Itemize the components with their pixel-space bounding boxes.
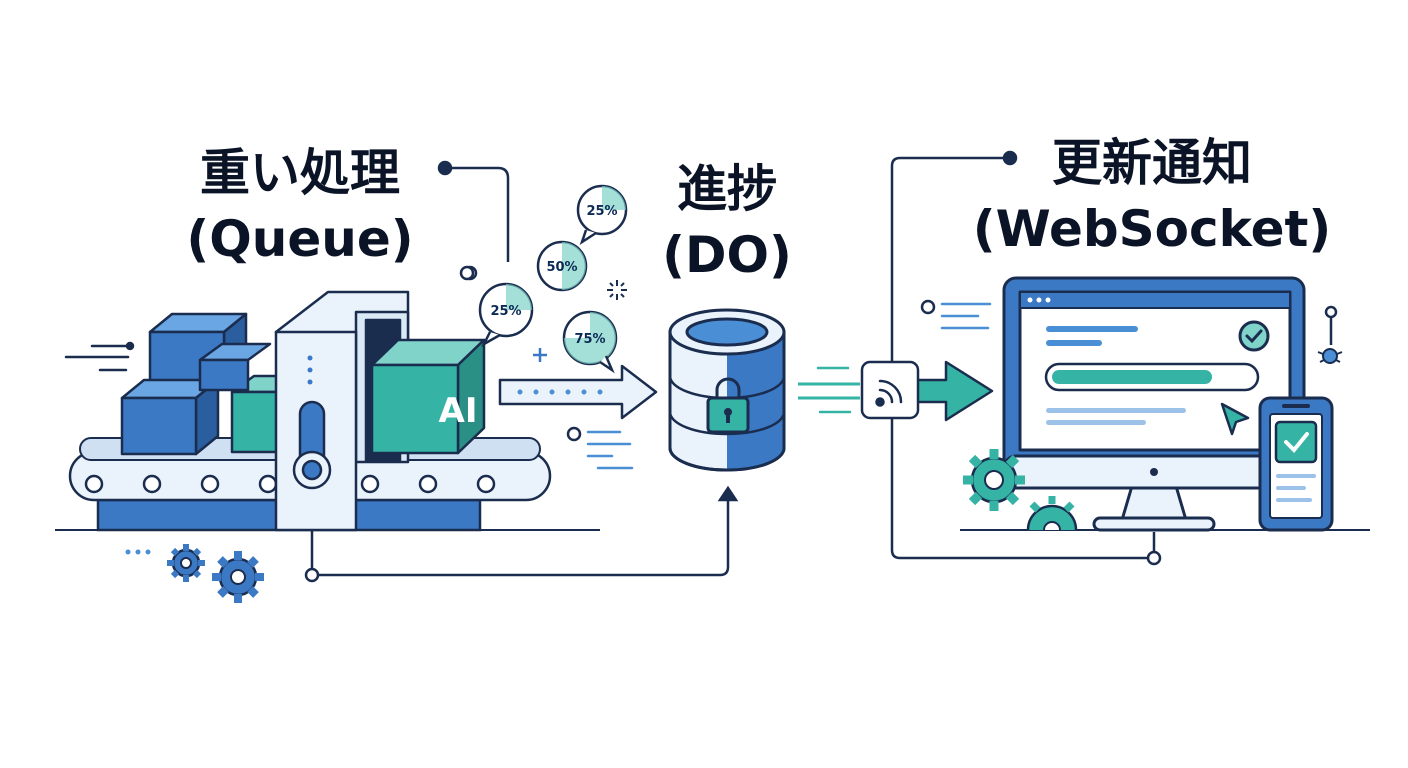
monitor-power-dot [1150, 468, 1158, 476]
monitor-base [1092, 516, 1216, 532]
queue-to-do-arrow [498, 364, 658, 420]
progress-badges: 25% 50% 25% 75% [459, 184, 628, 374]
data-lines-icon [566, 426, 634, 470]
machine-to-db-line [310, 495, 730, 577]
badge-75: 75% [574, 332, 605, 347]
progress-bar-fill [1052, 370, 1212, 384]
monitor-data-lines [920, 299, 992, 330]
roller [200, 474, 220, 494]
stage-do-label: 進捗 (DO) [662, 160, 792, 284]
queue-leader-dot [437, 160, 453, 176]
progress-badge: 25% [576, 184, 628, 245]
lock-icon [706, 377, 750, 434]
ai-cube: AI [370, 338, 486, 455]
websocket-leader-dot [1002, 150, 1018, 166]
gear-icon [212, 551, 264, 603]
stage-queue-subtitle: (Queue) [186, 210, 413, 268]
stage-queue-title: 重い処理 [200, 144, 400, 202]
browser-window-dots [1027, 297, 1051, 303]
roller [476, 474, 496, 494]
phone-content-line [1276, 486, 1306, 490]
machine-lever-knob-inner [301, 459, 323, 481]
monitor-stem-dot [1146, 550, 1162, 566]
stage-websocket-label: 更新通知 (WebSocket) [973, 134, 1332, 258]
gears-bottom-left [125, 544, 264, 603]
stage-queue-label: 重い処理 (Queue) [186, 144, 413, 268]
phone-check-box [1274, 420, 1318, 464]
stage-websocket-title: 更新通知 [1052, 134, 1252, 192]
stage-do-subtitle: (DO) [662, 226, 792, 284]
roller [142, 474, 162, 494]
machine-line-dot [304, 567, 320, 583]
gear-dots [125, 549, 151, 555]
roller [84, 474, 104, 494]
content-line [1046, 420, 1146, 425]
ai-cube-label: AI [439, 391, 478, 431]
right-deco-icon [1317, 348, 1343, 364]
plus-icon [533, 348, 547, 362]
motion-lines-left [64, 341, 135, 372]
signal-icon [875, 379, 903, 407]
queue-boxes [120, 312, 302, 456]
badge-25-top: 25% [586, 204, 617, 219]
durable-object-database [668, 308, 786, 472]
gears-bottom-right [963, 449, 1078, 531]
box [120, 378, 220, 456]
content-line [1046, 340, 1102, 346]
check-mark-icon [1245, 329, 1263, 344]
right-leader-dot [1324, 305, 1338, 319]
check-circle-icon [1238, 320, 1270, 352]
roller [360, 474, 380, 494]
content-line [1046, 408, 1186, 413]
queue-label-leader-line [445, 166, 510, 262]
box [198, 342, 272, 392]
machine-indicator-dots [307, 355, 313, 385]
phone-content-line [1276, 474, 1316, 478]
mobile-phone [1258, 396, 1334, 532]
deco-dot [459, 265, 475, 281]
content-line [1046, 326, 1138, 332]
roller [258, 474, 278, 494]
phone-speaker [1282, 404, 1310, 408]
websocket-bracket-line [890, 156, 1154, 560]
phone-content-line [1276, 498, 1312, 502]
sparkle-icon [607, 280, 627, 300]
gear-icon [167, 544, 205, 582]
do-to-websocket-arrow [798, 360, 994, 422]
badge-25-bottom: 25% [490, 304, 521, 319]
stage-do-title: 進捗 [677, 160, 777, 218]
browser-title-bar [1019, 291, 1291, 309]
gear-icon [1026, 496, 1078, 531]
progress-badge: 25% [478, 282, 534, 348]
badge-50: 50% [546, 260, 577, 275]
machine-to-db-arrowhead [717, 485, 739, 502]
monitor-stand [1120, 484, 1188, 522]
browser-content [1044, 320, 1270, 436]
cursor-icon [1220, 402, 1250, 436]
roller [418, 474, 438, 494]
progress-badge: 75% [562, 310, 618, 374]
stage-websocket-subtitle: (WebSocket) [973, 200, 1332, 258]
signal-box [860, 360, 920, 420]
gear-icon [963, 449, 1025, 511]
phone-check-icon [1284, 432, 1309, 453]
progress-badge: 50% [536, 240, 588, 292]
